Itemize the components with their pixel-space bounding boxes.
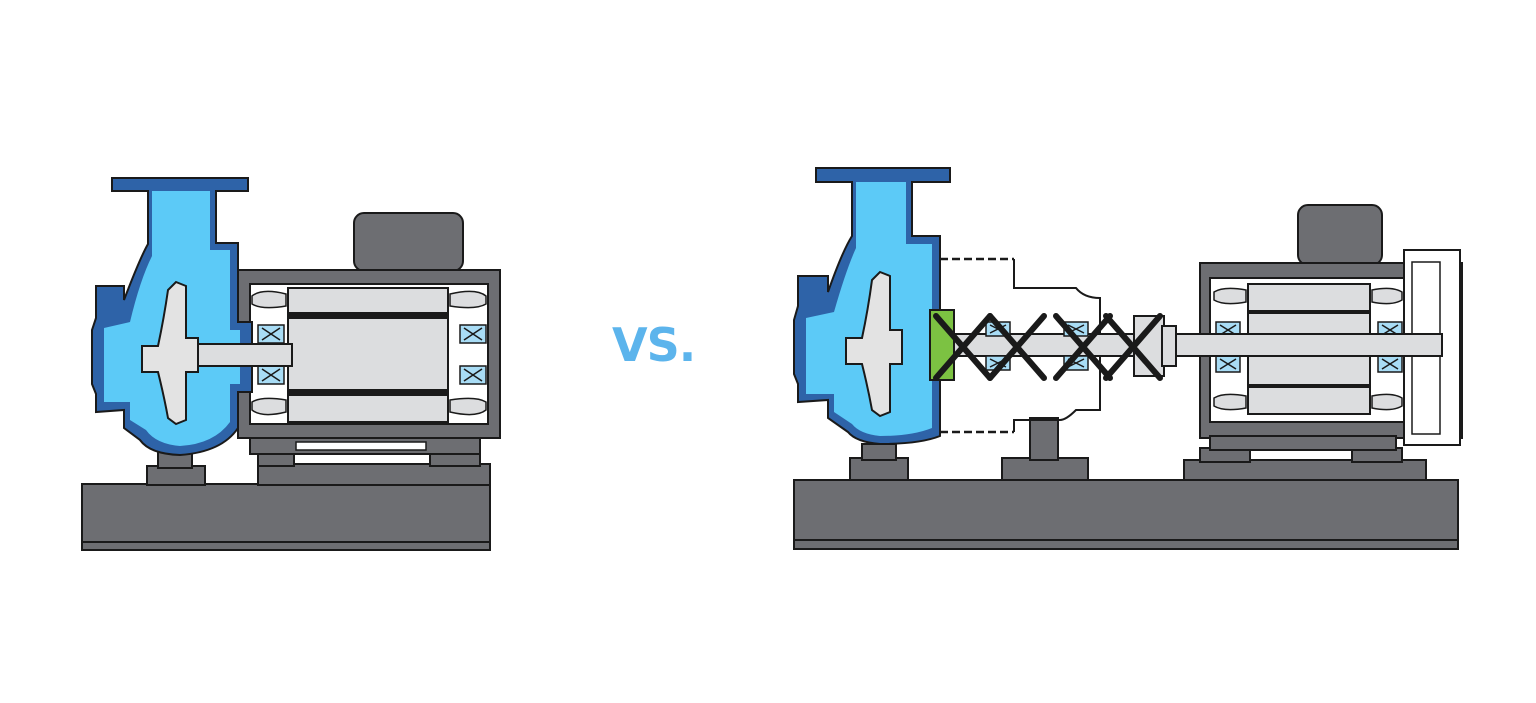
shaft (197, 343, 293, 367)
bearing-left-bottom (257, 365, 285, 385)
right-winding-bottom-left (1213, 393, 1247, 411)
baseplate (81, 451, 491, 551)
close-coupled-pump (81, 177, 501, 551)
frame-mounted-pump (793, 167, 1463, 550)
right-terminal-box (1297, 204, 1383, 266)
pump-casing (91, 177, 293, 457)
right-pump-foot-stem (861, 443, 897, 461)
right-bearing-right-bottom (1377, 355, 1403, 373)
winding-bottom-left (251, 397, 287, 416)
cross-mark-3 (1053, 313, 1113, 381)
bearing-frame-outline (1013, 259, 1101, 432)
right-baseplate-body (793, 479, 1459, 541)
motor-foot-slot (295, 441, 427, 451)
bearing-right-top (459, 324, 487, 344)
baseplate-body (81, 483, 491, 543)
right-winding-top-right (1371, 287, 1403, 305)
bearing-right-bottom (459, 365, 487, 385)
cross-mark-2 (987, 313, 1047, 381)
frame-support-foot (1001, 457, 1089, 481)
right-winding-top-left (1213, 287, 1247, 305)
frame-support-stem (1029, 417, 1059, 461)
right-motor (1199, 204, 1463, 451)
right-baseplate-bottom-strip (793, 539, 1459, 550)
impeller (141, 280, 199, 426)
terminal-box (353, 212, 464, 272)
cross-out-marks (933, 313, 1163, 381)
stator-band-bottom (288, 389, 448, 396)
winding-bottom-right (449, 397, 487, 416)
stator-band-top (288, 312, 448, 319)
baseplate-bottom-strip (81, 541, 491, 551)
vs-label: VS. (612, 318, 696, 372)
winding-top-right (449, 290, 487, 309)
right-baseplate (793, 417, 1459, 550)
right-pump-foot (849, 457, 909, 481)
winding-top-left (251, 290, 287, 309)
right-pump-casing (793, 167, 955, 446)
right-stator-band-bottom (1248, 384, 1370, 388)
right-motor-mount (1183, 459, 1427, 481)
bearing-left-top (257, 324, 285, 344)
cross-mark-1 (933, 313, 993, 381)
motor-mount (257, 463, 491, 486)
motor (237, 212, 501, 455)
right-bearing-left-bottom (1215, 355, 1241, 373)
coupling-collar (1161, 325, 1177, 367)
right-stator-band-top (1248, 310, 1370, 314)
right-impeller (845, 270, 903, 418)
cross-mark-4 (1103, 313, 1163, 381)
motor-rotor (287, 287, 449, 423)
right-motor-foot-rail (1209, 435, 1397, 451)
right-winding-bottom-right (1371, 393, 1403, 411)
